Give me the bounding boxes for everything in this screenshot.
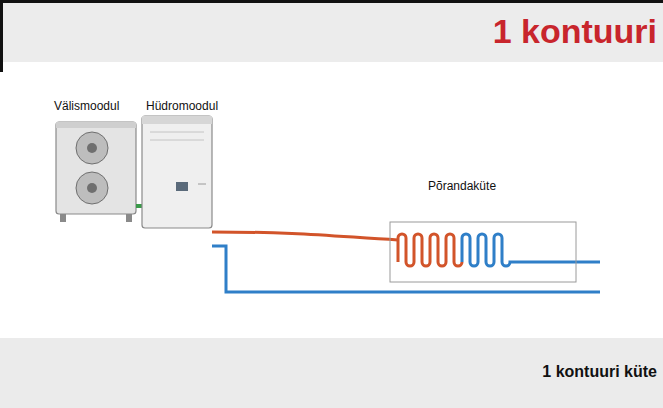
floor-outline [390, 222, 576, 282]
heating-coil-return [462, 234, 560, 266]
header-band [0, 0, 663, 62]
page-caption: 1 kontuuri küte [542, 363, 657, 381]
heating-coil-supply [398, 234, 462, 266]
footer-band [0, 338, 663, 408]
supply-pipe [212, 232, 398, 240]
return-pipe-end [560, 261, 600, 264]
part-label: Hüdromoodul [146, 99, 218, 113]
refrigerant-pipe [136, 204, 142, 208]
hydromodule [142, 116, 212, 228]
left-rule [0, 0, 3, 72]
part-label: Põrandaküte [428, 179, 496, 193]
top-rule [0, 0, 663, 3]
outdoor-unit [56, 122, 136, 222]
page-title: 1 kontuuri [493, 12, 657, 51]
part-label: Välismoodul [54, 99, 119, 113]
